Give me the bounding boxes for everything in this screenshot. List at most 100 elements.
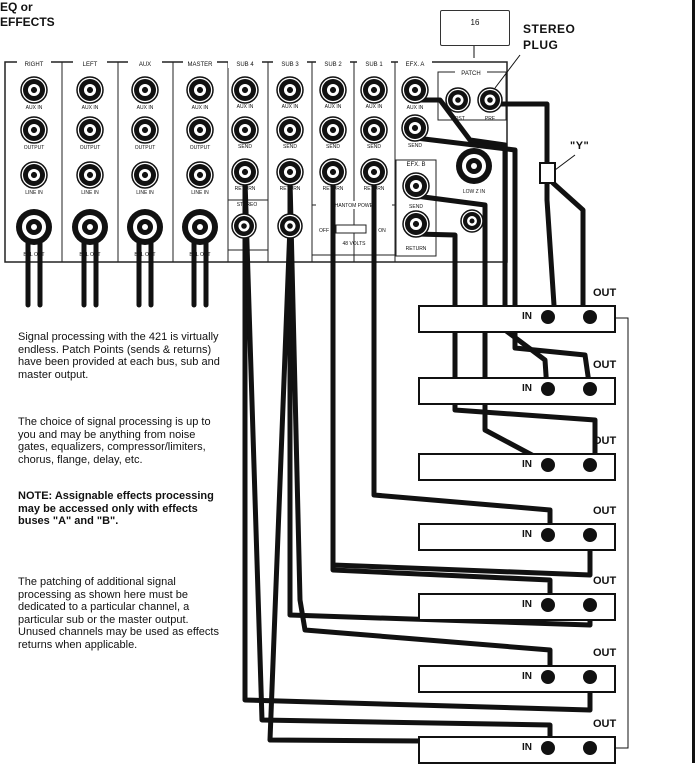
jack-label: SEND bbox=[408, 143, 422, 149]
jack-label: BAL OUT bbox=[79, 252, 100, 258]
phantom-power-label: PHANTOM POWER bbox=[331, 203, 377, 209]
y-adapter bbox=[539, 120, 576, 184]
patch-cable bbox=[413, 231, 598, 468]
quarter-inch-jack bbox=[131, 76, 159, 104]
jack-label: AUX IN bbox=[282, 104, 299, 110]
quarter-inch-jack bbox=[76, 161, 104, 189]
patch-post-jack bbox=[445, 87, 471, 113]
jack-label: SEND bbox=[409, 204, 423, 210]
page-frame-line bbox=[692, 0, 695, 763]
patch-cable bbox=[550, 180, 586, 323]
bal-out-xlr bbox=[16, 209, 52, 245]
out-label: OUT bbox=[593, 435, 617, 447]
in-label: IN bbox=[522, 671, 532, 682]
jack-label: AUX IN bbox=[325, 104, 342, 110]
bal-out-xlr bbox=[127, 209, 163, 245]
low-z-in-xlr bbox=[456, 148, 492, 184]
quarter-inch-jack bbox=[401, 76, 429, 104]
phantom-off-label: OFF bbox=[319, 228, 329, 234]
section-label: LEFT bbox=[83, 62, 98, 68]
cable-plug-dot bbox=[583, 310, 597, 324]
phantom-on-label: ON bbox=[378, 228, 386, 234]
low-z-in-label: LOW Z IN bbox=[463, 189, 486, 195]
effects-unit bbox=[418, 305, 616, 333]
in-label: IN bbox=[522, 599, 532, 610]
jack-label: OUTPUT bbox=[24, 145, 45, 151]
quarter-inch-jack bbox=[231, 116, 259, 144]
bal-out-xlr bbox=[72, 209, 108, 245]
jack-label: LINE IN bbox=[191, 190, 209, 196]
patch-section: PATCH POST PRE bbox=[437, 44, 521, 122]
jack-label: LINE IN bbox=[81, 190, 99, 196]
bal-out-xlr bbox=[182, 209, 218, 245]
intro-paragraph: Signal processing with the 421 is virtua… bbox=[18, 331, 220, 381]
section-label: AUX bbox=[139, 62, 151, 68]
section-label: SUB 2 bbox=[324, 62, 342, 68]
quarter-inch-jack bbox=[186, 76, 214, 104]
note-paragraph: NOTE: Assignable effects processing may … bbox=[18, 490, 214, 528]
in-label: IN bbox=[522, 742, 532, 753]
quarter-inch-jack bbox=[76, 116, 104, 144]
jack-label: AUX IN bbox=[407, 105, 424, 111]
patch-label: PATCH bbox=[461, 71, 480, 77]
patch-cable bbox=[413, 135, 593, 393]
patch-cable bbox=[242, 177, 593, 713]
jack-label: AUX IN bbox=[366, 104, 383, 110]
cable-plug-dot bbox=[583, 741, 597, 755]
quarter-inch-jack bbox=[360, 76, 388, 104]
patch-cable bbox=[413, 97, 550, 393]
patch-pre-label: PRE bbox=[485, 116, 496, 122]
jack-label: LINE IN bbox=[136, 190, 154, 196]
in-label: IN bbox=[522, 529, 532, 540]
out-label: OUT bbox=[593, 575, 617, 587]
jack-label: AUX IN bbox=[26, 105, 43, 111]
stereo-jack bbox=[231, 213, 257, 239]
plug-label: PLUG bbox=[523, 38, 559, 52]
jack-label: BAL OUT bbox=[134, 252, 155, 258]
phantom-switch bbox=[335, 224, 367, 234]
quarter-inch-jack bbox=[276, 158, 304, 186]
in-label: IN bbox=[522, 459, 532, 470]
jack-label: BAL OUT bbox=[23, 252, 44, 258]
low-z-jack bbox=[460, 209, 484, 233]
quarter-inch-jack bbox=[319, 76, 347, 104]
choice-paragraph: The choice of signal processing is up to… bbox=[18, 416, 211, 466]
cable-plug-dot bbox=[583, 598, 597, 612]
cable-plug-dot bbox=[541, 598, 555, 612]
quarter-inch-jack bbox=[319, 116, 347, 144]
y-label: "Y" bbox=[570, 140, 590, 152]
cable-plug-dot bbox=[583, 528, 597, 542]
cable-plug-dot bbox=[583, 382, 597, 396]
jack-label: SEND bbox=[367, 144, 381, 150]
jack-label: LINE IN bbox=[25, 190, 43, 196]
jack-label: AUX IN bbox=[192, 105, 209, 111]
quarter-inch-jack bbox=[76, 76, 104, 104]
cable-plug-dot bbox=[583, 670, 597, 684]
section-label: RIGHT bbox=[25, 62, 44, 68]
quarter-inch-jack bbox=[231, 158, 259, 186]
out-label: OUT bbox=[593, 718, 617, 730]
quarter-inch-jack bbox=[276, 116, 304, 144]
plug-box-number: 16 bbox=[470, 18, 480, 27]
aux-jack bbox=[277, 213, 303, 239]
section-label: MASTER bbox=[187, 62, 213, 68]
patch-post-label: POST bbox=[451, 116, 465, 122]
jack-label: RETURN bbox=[406, 246, 427, 252]
quarter-inch-jack bbox=[319, 158, 347, 186]
cable-plug-dot bbox=[541, 458, 555, 472]
jack-label: AUX IN bbox=[82, 105, 99, 111]
jack-label: SEND bbox=[238, 144, 252, 150]
jack-layer bbox=[16, 76, 503, 245]
jack-label: AUX IN bbox=[137, 105, 154, 111]
cable-plug-dot bbox=[541, 741, 555, 755]
patch-cable bbox=[330, 177, 553, 608]
patching-paragraph: The patching of additional signal proces… bbox=[18, 576, 219, 651]
quarter-inch-jack bbox=[360, 158, 388, 186]
cable-plug-dot bbox=[541, 310, 555, 324]
patch-cable bbox=[371, 177, 553, 538]
phantom-volts-label: 48 VOLTS bbox=[343, 241, 367, 247]
section-label: SUB 4 bbox=[236, 62, 254, 68]
in-label: IN bbox=[522, 383, 532, 394]
cable-plug-dot bbox=[541, 528, 555, 542]
